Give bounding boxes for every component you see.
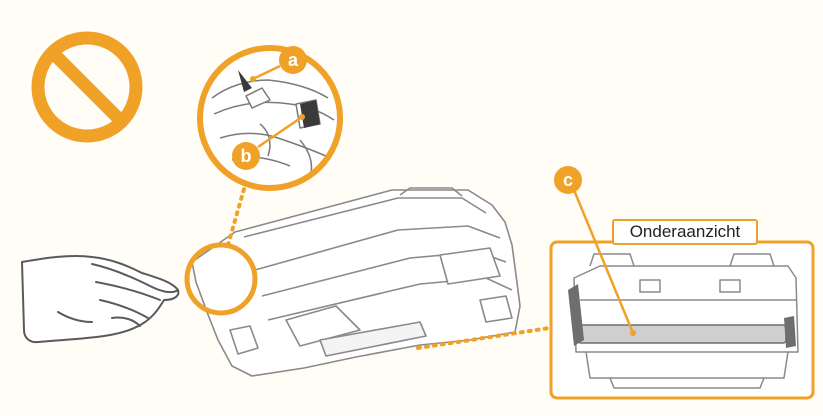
callout-a-letter: a xyxy=(288,50,299,70)
highlight-circle-small xyxy=(184,242,258,316)
callout-b: b xyxy=(232,114,305,170)
bottom-view-label: Onderaanzicht xyxy=(612,219,758,245)
callout-a: a xyxy=(250,46,307,82)
hand-icon xyxy=(21,254,180,344)
prohibition-icon xyxy=(31,31,143,143)
toner-cartridge xyxy=(191,187,521,377)
callout-c: c xyxy=(554,166,636,336)
callout-b-letter: b xyxy=(241,146,252,166)
bottom-view-panel xyxy=(549,240,815,400)
leader-line-bottom-view xyxy=(416,325,558,350)
callout-c-letter: c xyxy=(563,170,573,190)
leader-line-zoom xyxy=(226,180,248,247)
zoom-detail-circle xyxy=(197,45,343,191)
